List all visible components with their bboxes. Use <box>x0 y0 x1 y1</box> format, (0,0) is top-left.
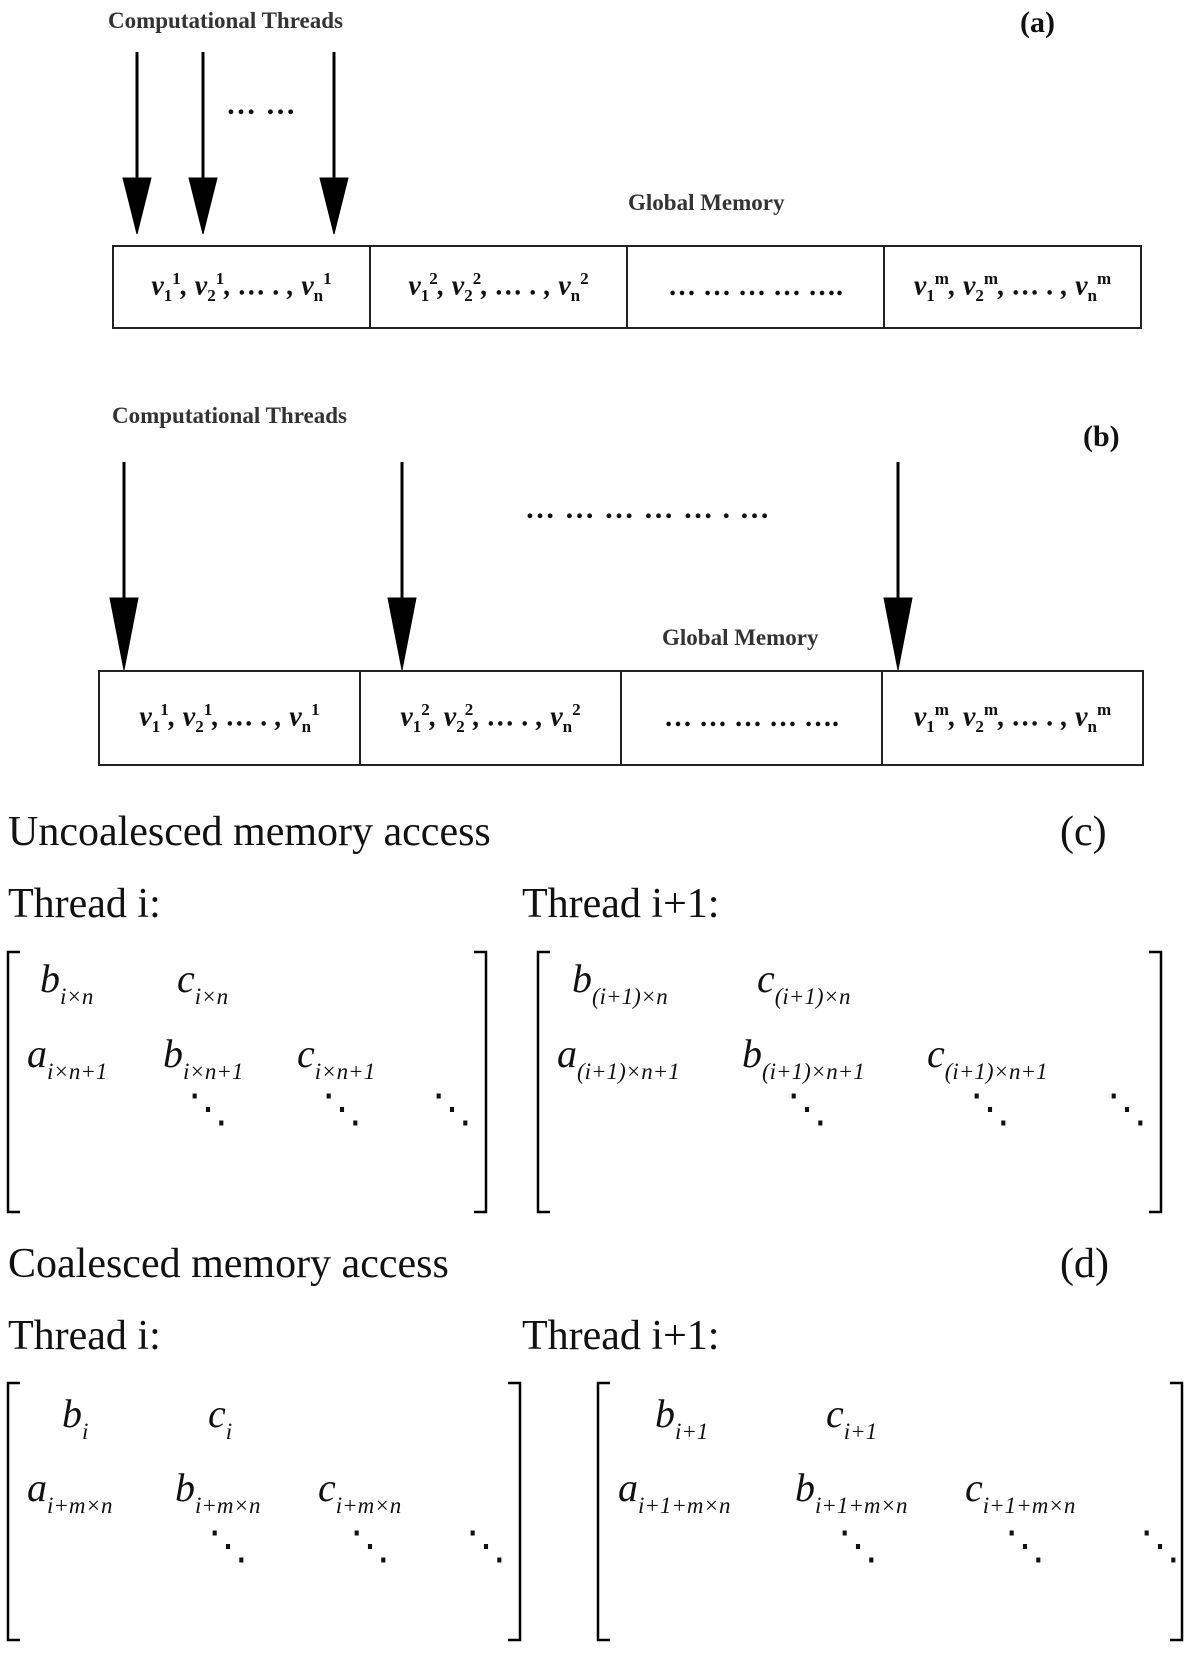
memory-block: v1m, v2m, … . , vnm <box>885 247 1140 327</box>
matrix-entry: ci×n+1 <box>297 1031 376 1084</box>
diagonal-dots: ⋱ <box>970 1086 1010 1131</box>
right-bracket <box>508 1381 522 1642</box>
panel-a-dots: … … <box>226 88 297 121</box>
panel-c-thread-right-label: Thread i+1: <box>522 881 720 927</box>
panel-d-heading: Coalesced memory access <box>8 1241 449 1287</box>
panel-b-arrows <box>109 462 913 671</box>
panel-a-letter: (a) <box>1020 6 1055 39</box>
memory-block-ellipsis: … … … … …. <box>622 672 883 764</box>
left-bracket <box>6 1381 20 1642</box>
diagonal-dots: ⋱ <box>1140 1523 1180 1568</box>
panel-d-thread-right-label: Thread i+1: <box>522 1313 720 1359</box>
diagonal-dots: ⋱ <box>432 1086 472 1131</box>
thread-arrow-head <box>188 177 218 235</box>
matrix-entry: bi×n+1 <box>163 1031 244 1084</box>
thread-arrow-head <box>319 177 349 235</box>
matrix-entry: b(i+1)×n <box>572 956 668 1009</box>
panel-a-memory-row: v11, v21, … . , vn1 v12, v22, … . , vn2 … <box>112 245 1142 329</box>
right-bracket <box>474 950 488 1214</box>
panel-a-threads-label: Computational Threads <box>108 8 343 33</box>
left-bracket <box>536 950 550 1214</box>
vector-expression: v12, v22, … . , vn2 <box>400 699 581 736</box>
right-bracket <box>1149 950 1163 1214</box>
panel-b-dots: … … … … … . … <box>525 492 771 525</box>
matrix-entry: bi+1 <box>655 1391 709 1444</box>
diagonal-dots: ⋱ <box>787 1086 827 1131</box>
memory-block: v12, v22, … . , vn2 <box>371 247 628 327</box>
diagonal-dots: ⋱ <box>350 1523 390 1568</box>
memory-block: v11, v21, … . , vn1 <box>100 672 361 764</box>
panel-d-letter: (d) <box>1060 1241 1109 1287</box>
memory-block: v11, v21, … . , vn1 <box>114 247 371 327</box>
vector-expression: v1m, v2m, … . , vnm <box>913 268 1112 305</box>
thread-arrow-head <box>387 597 417 671</box>
matrix-entry: ci+m×n <box>318 1465 402 1518</box>
vector-expression: v1m, v2m, … . , vnm <box>913 699 1112 736</box>
panel-d-thread-left-label: Thread i: <box>8 1313 161 1359</box>
matrix-entry: ci+1 <box>826 1391 878 1444</box>
matrix-entry: bi+m×n <box>175 1465 261 1518</box>
panel-c-heading: Uncoalesced memory access <box>8 809 491 855</box>
diagonal-dots: ⋱ <box>188 1086 228 1131</box>
right-bracket <box>1170 1381 1184 1642</box>
panel-a-memory-label: Global Memory <box>628 190 785 215</box>
diagonal-dots: ⋱ <box>208 1523 248 1568</box>
vector-expression: v12, v22, … . , vn2 <box>408 268 589 305</box>
panel-b-memory-row: v11, v21, … . , vn1 v12, v22, … . , vn2 … <box>98 670 1144 766</box>
matrix-entry: c(i+1)×n+1 <box>927 1031 1048 1084</box>
memory-block: v1m, v2m, … . , vnm <box>883 672 1142 764</box>
panel-a-arrows <box>122 52 349 235</box>
panel-b-letter: (b) <box>1083 420 1120 453</box>
matrix-entry: b(i+1)×n+1 <box>742 1031 865 1084</box>
diagonal-dots: ⋱ <box>1107 1086 1147 1131</box>
left-bracket <box>596 1381 610 1642</box>
panel-c-thread-left-label: Thread i: <box>8 881 161 927</box>
vector-expression: v11, v21, … . , vn1 <box>151 268 332 305</box>
matrix-entry: bi <box>62 1391 89 1444</box>
matrix-entry: ai+1+m×n <box>618 1465 731 1518</box>
vector-expression: v11, v21, … . , vn1 <box>139 699 320 736</box>
diagonal-dots: ⋱ <box>1005 1523 1045 1568</box>
diagonal-dots: ⋱ <box>322 1086 362 1131</box>
matrix-entry: ci×n <box>177 956 229 1009</box>
panel-b-threads-label: Computational Threads <box>112 403 347 428</box>
left-bracket <box>6 950 20 1214</box>
thread-arrow-head <box>122 177 152 235</box>
panel-c-brackets <box>6 950 1163 1214</box>
memory-block-ellipsis: … … … … …. <box>628 247 885 327</box>
matrix-entry: ai+m×n <box>27 1465 113 1518</box>
matrix-entry: ci <box>208 1391 233 1444</box>
memory-block: v12, v22, … . , vn2 <box>361 672 622 764</box>
matrix-entry: c(i+1)×n <box>757 956 851 1009</box>
matrix-entry: ci+1+m×n <box>965 1465 1076 1518</box>
matrix-entry: a(i+1)×n+1 <box>557 1031 680 1084</box>
thread-arrow-head <box>883 597 913 671</box>
diagonal-dots: ⋱ <box>838 1523 878 1568</box>
panel-b-memory-label: Global Memory <box>662 625 819 650</box>
panel-c-letter: (c) <box>1060 809 1107 855</box>
matrix-entry: bi×n <box>40 956 94 1009</box>
panel-d-brackets <box>6 1381 1184 1642</box>
matrix-entry: bi+1+m×n <box>795 1465 908 1518</box>
matrix-entry: ai×n+1 <box>27 1031 108 1084</box>
diagonal-dots: ⋱ <box>466 1523 506 1568</box>
thread-arrow-head <box>109 597 139 671</box>
